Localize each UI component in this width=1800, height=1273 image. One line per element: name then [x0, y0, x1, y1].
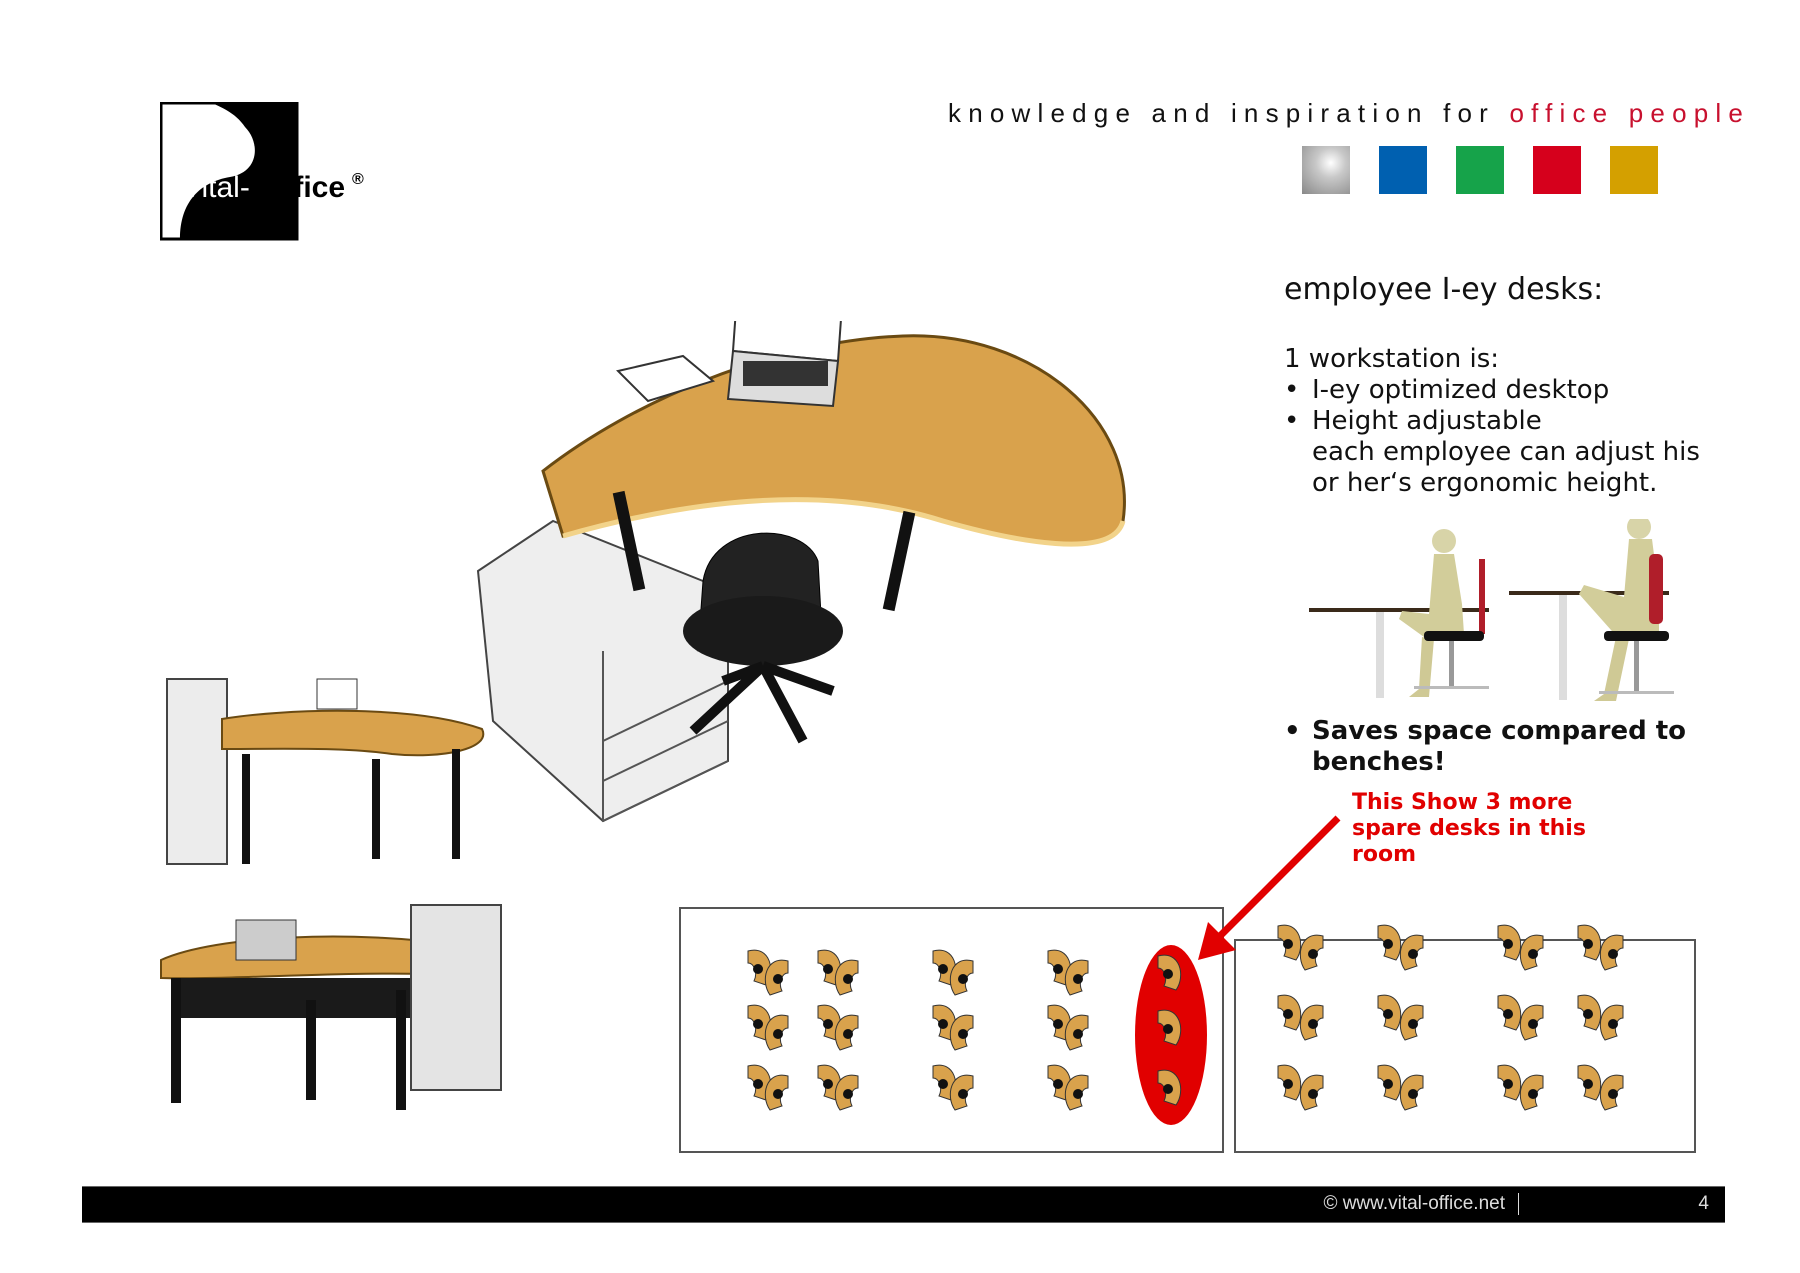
- floor-plan-chair: [1163, 1084, 1173, 1094]
- color-swatch-red: [1533, 146, 1581, 194]
- annotation-line-2: spare desks in this: [1352, 816, 1586, 841]
- vital-office-logo: Vital- Office ®: [159, 101, 400, 242]
- section-heading: employee I-ey desks:: [1284, 272, 1604, 307]
- tagline: knowledge and inspiration for office peo…: [948, 98, 1750, 129]
- floor-plan-chair: [1163, 969, 1173, 979]
- floor-plan-chair: [773, 1089, 783, 1099]
- floor-plan-chair: [823, 964, 833, 974]
- saves-line-2: benches!: [1312, 747, 1446, 777]
- footer-website[interactable]: © www.vital-office.net: [1323, 1193, 1505, 1214]
- floor-plan-chair: [753, 1019, 763, 1029]
- floor-plan-chair: [1503, 1079, 1513, 1089]
- footer-bar: © www.vital-office.net 4: [82, 1186, 1725, 1223]
- spare-desks-annotation: This Show 3 more spare desks in this roo…: [1352, 790, 1612, 868]
- ergonomic-height-illustration: [1309, 519, 1674, 701]
- floor-plan-chair: [1583, 939, 1593, 949]
- floor-plan-chair: [958, 1089, 968, 1099]
- floor-plan-chair: [1073, 1089, 1083, 1099]
- floor-plan-chair: [1408, 1089, 1418, 1099]
- annotation-line-1: This Show 3 more: [1352, 790, 1573, 815]
- floor-plan-chair: [938, 1079, 948, 1089]
- color-swatch-green: [1456, 146, 1504, 194]
- bullet-height-detail-1: each employee can adjust his: [1312, 437, 1700, 467]
- floor-plan-chair: [823, 1019, 833, 1029]
- seated-mannequin-high: [1509, 519, 1674, 701]
- floor-plan-chair: [1308, 1019, 1318, 1029]
- side-desk-render-1: [166, 678, 485, 865]
- floor-plan-chair: [1163, 1024, 1173, 1034]
- page-number: 4: [1698, 1193, 1709, 1214]
- tagline-prefix: knowledge and inspiration for: [948, 98, 1510, 128]
- floor-plan-chair: [958, 1029, 968, 1039]
- floor-plan-chair: [843, 974, 853, 984]
- floor-plan-chair: [938, 1019, 948, 1029]
- floor-plan-chair: [1608, 949, 1618, 959]
- color-swatch-silver: [1302, 146, 1350, 194]
- floor-plan-chair: [1053, 1079, 1063, 1089]
- annotation-arrow: [1198, 815, 1341, 960]
- floor-plan-chair: [843, 1089, 853, 1099]
- floor-plan-chair: [1503, 939, 1513, 949]
- floor-plan-chair: [1503, 1009, 1513, 1019]
- floor-plan-chair: [843, 1029, 853, 1039]
- footer-separator: [1518, 1193, 1519, 1215]
- logo-text-light: Vital-: [182, 171, 250, 204]
- floor-plan-chair: [823, 1079, 833, 1089]
- laptop: [726, 321, 842, 408]
- office-chair: [683, 532, 843, 744]
- floor-plan-chair: [1053, 964, 1063, 974]
- floor-plan-chair: [1053, 1019, 1063, 1029]
- floor-plan-chair: [1383, 939, 1393, 949]
- floor-plan-chair: [1308, 1089, 1318, 1099]
- color-swatch-blue: [1379, 146, 1427, 194]
- floor-plan-chair: [1528, 949, 1538, 959]
- floor-plan-chair: [1383, 1079, 1393, 1089]
- seated-mannequin-low: [1309, 529, 1489, 698]
- floor-plan-chair: [1073, 974, 1083, 984]
- floor-plan-chair: [773, 1029, 783, 1039]
- floor-plan-chair: [1528, 1089, 1538, 1099]
- main-desk-render: [476, 321, 1126, 823]
- floor-plan-chair: [1383, 1009, 1393, 1019]
- side-desk-render-2: [160, 904, 502, 1110]
- intro-text: 1 workstation is:: [1284, 344, 1499, 374]
- drawer-pedestal: [476, 519, 729, 823]
- floor-plan-chair: [1408, 1019, 1418, 1029]
- logo-registered-mark: ®: [352, 171, 364, 188]
- floor-plan-chair: [1528, 1019, 1538, 1029]
- bullet-height-detail-2: or her‘s ergonomic height.: [1312, 468, 1658, 498]
- floor-plan-chair: [1283, 1009, 1293, 1019]
- bullet-height-label: Height adjustable: [1312, 406, 1542, 436]
- floor-plans: [679, 907, 1696, 1153]
- logo-text-bold: Office: [260, 171, 345, 204]
- floor-plan-chair: [753, 964, 763, 974]
- floor-plan-chair: [1308, 949, 1318, 959]
- saves-line-1: Saves space compared to: [1312, 716, 1687, 746]
- floor-plan-chair: [1608, 1089, 1618, 1099]
- floor-plan-chair: [958, 974, 968, 984]
- floor-plan-room-2: [1234, 939, 1696, 1153]
- floor-plan-chair: [1073, 1029, 1083, 1039]
- floor-plan-chair: [1608, 1019, 1618, 1029]
- floor-plan-chair: [1283, 939, 1293, 949]
- keyboard: [616, 354, 716, 403]
- floor-plan-chair: [1583, 1009, 1593, 1019]
- floor-plan-chair: [1408, 949, 1418, 959]
- bullet-desktop: I-ey optimized desktop: [1284, 375, 1700, 406]
- floor-plan-chair: [773, 974, 783, 984]
- tagline-highlight: office people: [1509, 98, 1751, 128]
- color-swatch-gold: [1610, 146, 1658, 194]
- floor-plan-chair: [1583, 1079, 1593, 1089]
- floor-plan-chair: [753, 1079, 763, 1089]
- annotation-line-3: room: [1352, 842, 1417, 867]
- floor-plan-chair: [1283, 1079, 1293, 1089]
- workstation-description: 1 workstation is: I-ey optimized desktop…: [1284, 344, 1700, 499]
- floor-plan-chair: [938, 964, 948, 974]
